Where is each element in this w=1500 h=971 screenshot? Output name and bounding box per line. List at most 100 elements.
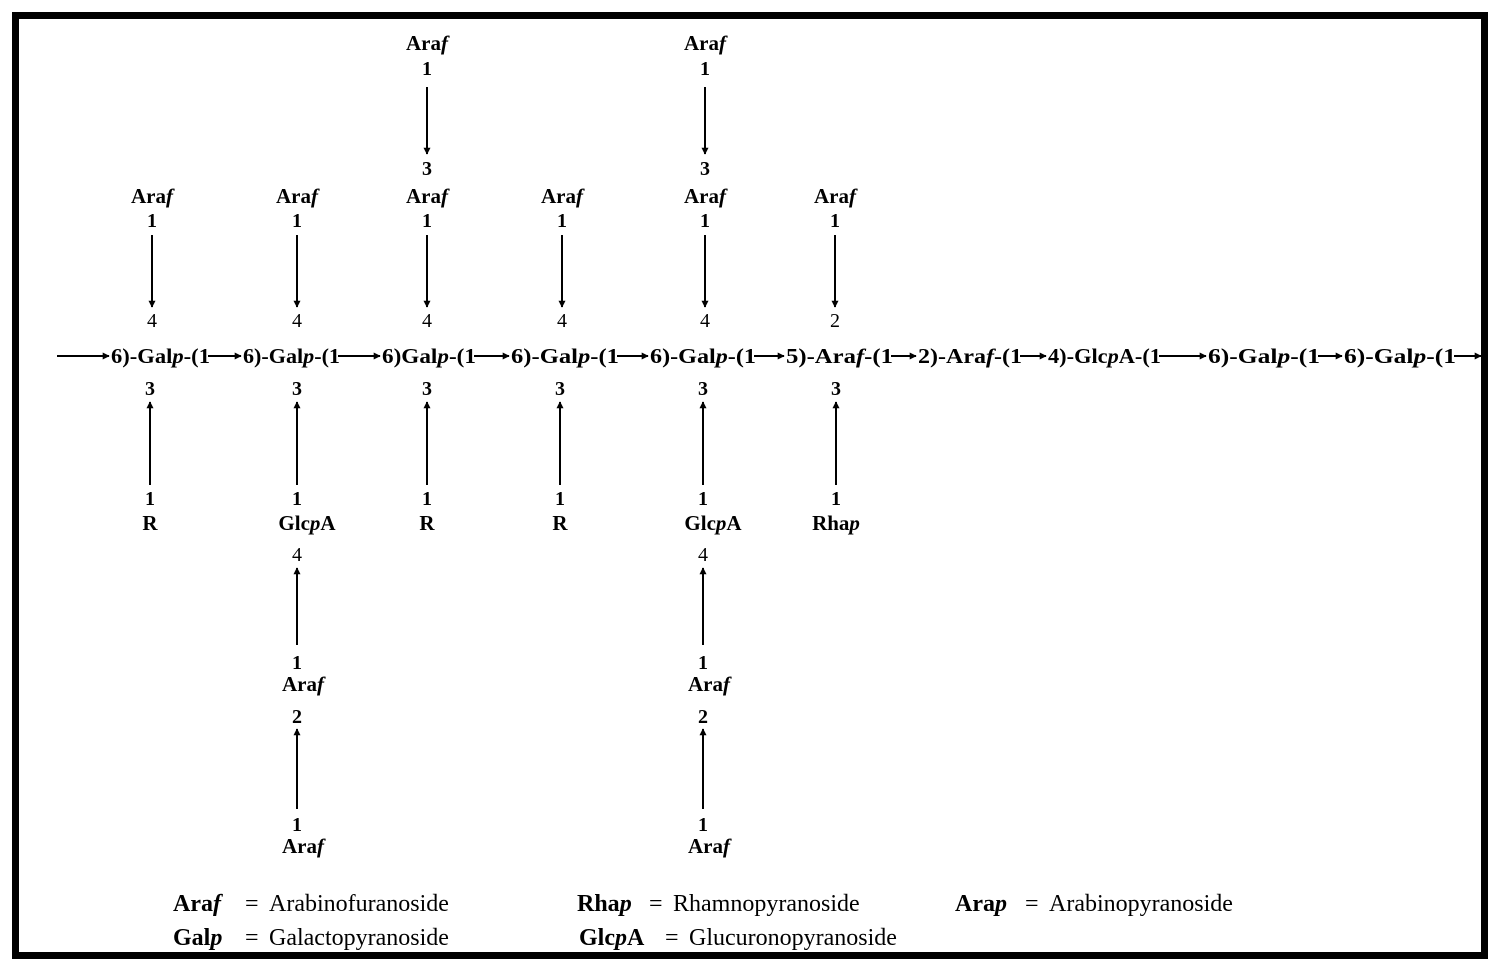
- bottom-branches: 31R31GlcpA41Araf21Araf31R31R31GlcpA41Ara…: [142, 378, 860, 858]
- linkage-position-label: 3: [700, 158, 710, 180]
- residue-ring-letter: p: [301, 344, 314, 368]
- legend-abbreviation: Rhap: [577, 891, 632, 917]
- arabinose-label: Araf: [814, 184, 858, 208]
- sugar-base: Ara: [688, 834, 723, 858]
- abbr-ring-letter: p: [993, 891, 1007, 917]
- linkage-position-label: 4: [292, 544, 302, 566]
- sugar-ring-letter: f: [849, 184, 858, 208]
- legend-entry: GlcpA=Glucuronopyranoside: [579, 925, 897, 951]
- sugar-ring-letter: p: [714, 511, 727, 535]
- residue-ring-letter: p: [576, 344, 591, 368]
- linkage-position-label: 4: [147, 310, 157, 332]
- residue-suffix: -(1: [1426, 344, 1456, 368]
- sugar-ring-letter: f: [719, 31, 728, 55]
- linkage-position-label: 4: [292, 310, 302, 332]
- linkage-position-label: 1: [292, 652, 302, 674]
- residue-prefix: 5)-Ara: [786, 344, 857, 368]
- sugar-ring-letter: p: [308, 511, 321, 535]
- linkage-position-label: 3: [422, 378, 432, 400]
- abbr-base: Ara: [955, 891, 995, 917]
- residue-suffix: -(1: [864, 344, 893, 368]
- linkage-position-label: 1: [830, 210, 840, 232]
- arabinose-label: Araf: [282, 834, 326, 858]
- legend-equals: =: [1025, 891, 1039, 917]
- sugar-ring-letter: f: [317, 834, 326, 858]
- arabinose-label: Araf: [684, 184, 728, 208]
- sugar-base: R: [142, 511, 158, 535]
- linkage-position-label: 1: [147, 210, 157, 232]
- sugar-base: R: [419, 511, 435, 535]
- abbr-suffix: A: [627, 925, 645, 951]
- residue-ring-letter: p: [1105, 344, 1118, 368]
- legend-name: Galactopyranoside: [269, 925, 449, 951]
- residue-ring-letter: p: [435, 344, 449, 368]
- linkage-position-label: 1: [145, 488, 155, 510]
- abbr-ring-letter: p: [618, 891, 632, 917]
- linkage-position-label: 1: [555, 488, 565, 510]
- residue-suffix: -(1: [590, 344, 619, 368]
- residue-prefix: 6)-Gal: [650, 344, 716, 368]
- abbr-base: Gal: [173, 925, 211, 951]
- linkage-position-label: 1: [831, 488, 841, 510]
- arabinose-label: Araf: [684, 31, 728, 55]
- linkage-position-label: 4: [698, 544, 708, 566]
- arabinose-label: Araf: [541, 184, 585, 208]
- sugar-base: Glc: [278, 511, 310, 535]
- legend-equals: =: [665, 925, 679, 951]
- arabinose-label: Araf: [131, 184, 175, 208]
- abbr-base: Ara: [173, 891, 213, 917]
- legend-equals: =: [649, 891, 663, 917]
- linkage-position-label: 1: [292, 210, 302, 232]
- linkage-position-label: 1: [698, 488, 708, 510]
- linkage-position-label: 1: [700, 58, 710, 80]
- linkage-position-label: 3: [145, 378, 155, 400]
- linkage-position-label: 1: [698, 814, 708, 836]
- residue-ring-letter: f: [986, 344, 996, 368]
- sugar-base: Ara: [131, 184, 166, 208]
- arabinose-label: Araf: [406, 31, 450, 55]
- linkage-position-label: 2: [292, 706, 302, 728]
- residue-prefix: 6)-Gal: [1344, 344, 1414, 368]
- residue-ring-letter: p: [170, 344, 183, 368]
- side-sugar-label: GlcpA: [684, 511, 742, 535]
- arabinose-label: Araf: [282, 672, 326, 696]
- residue-ring-letter: f: [856, 344, 867, 368]
- arabinose-label: Araf: [276, 184, 320, 208]
- linkage-position-label: 3: [422, 158, 432, 180]
- sugar-ring-letter: f: [719, 184, 728, 208]
- sugar-suffix: A: [726, 511, 742, 535]
- linkage-position-label: 1: [292, 488, 302, 510]
- sugar-base: Ara: [282, 834, 317, 858]
- linkage-position-label: 4: [700, 310, 710, 332]
- legend-entry: Galp=Galactopyranoside: [173, 925, 449, 951]
- sugar-ring-letter: f: [311, 184, 320, 208]
- arabinose-label: Araf: [406, 184, 450, 208]
- sugar-base: Ara: [541, 184, 576, 208]
- linkage-position-label: 2: [698, 706, 708, 728]
- linkage-position-label: 3: [831, 378, 841, 400]
- residue-ring-letter: p: [1275, 344, 1290, 368]
- legend-abbreviation: Galp: [173, 925, 222, 951]
- side-sugar-label: R: [142, 511, 158, 535]
- linkage-position-label: 1: [698, 652, 708, 674]
- abbr-ring-letter: p: [613, 925, 627, 951]
- linkage-position-label: 1: [700, 210, 710, 232]
- residue-suffix: A-(1: [1119, 344, 1161, 368]
- sugar-base: Ara: [406, 184, 441, 208]
- residue-prefix: 4)-Glc: [1048, 344, 1108, 368]
- sugar-suffix: A: [320, 511, 336, 535]
- linkage-position-label: 2: [830, 310, 840, 332]
- linkage-position-label: 1: [557, 210, 567, 232]
- sugar-ring-letter: p: [847, 511, 860, 535]
- linkage-position-label: 1: [422, 488, 432, 510]
- residue-suffix: -(1: [184, 344, 210, 368]
- side-sugar-label: GlcpA: [278, 511, 336, 535]
